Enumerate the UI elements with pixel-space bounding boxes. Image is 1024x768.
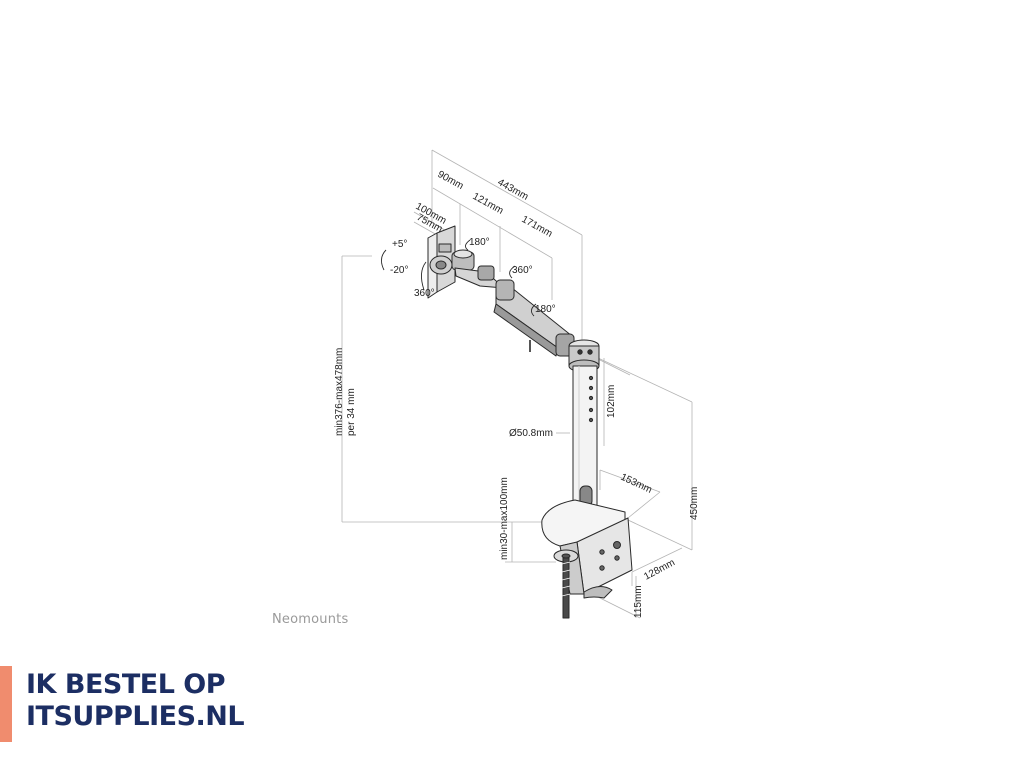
dim-height-step: per 34 mm	[346, 388, 357, 436]
dim-rotation-joint-2: 360°	[512, 265, 533, 276]
promo-line-2: ITSUPPLIES.NL	[26, 701, 245, 732]
dim-clamp-range: min30-max100mm	[499, 477, 510, 560]
promo-accent-bar	[0, 666, 12, 742]
dim-rotation-joint-3: 180°	[535, 304, 556, 315]
dim-pole-height: 450mm	[689, 487, 700, 520]
dim-arm-segment-3: 171mm	[520, 214, 555, 240]
dim-clamp-width: 128mm	[642, 557, 677, 582]
dimension-lines	[341, 149, 693, 619]
monitor-arm	[381, 225, 633, 619]
dim-rotation-head: 360°	[414, 288, 435, 299]
dim-clamp-height: 115mm	[633, 585, 644, 618]
promo-banner[interactable]: IK BESTEL OP ITSUPPLIES.NL	[0, 664, 245, 744]
dim-pole-adjust: 102mm	[606, 385, 617, 418]
dim-tilt-up: +5°	[392, 239, 407, 250]
dim-tilt-down: -20°	[390, 265, 408, 276]
brand-name: Neomounts	[272, 612, 349, 627]
dim-pole-diameter: Ø50.8mm	[509, 428, 553, 439]
dimension-labels: 443mm 90mm 121mm 171mm 100mm 75mm +5° -2…	[334, 169, 700, 618]
dim-arm-segment-1: 90mm	[436, 169, 466, 192]
clamp-screw	[562, 557, 570, 619]
promo-line-1: IK BESTEL OP	[26, 669, 226, 700]
dim-total-reach: 443mm	[496, 177, 531, 203]
dim-height-adjust: min376-max478mm	[334, 348, 345, 436]
dim-base-depth: 153mm	[619, 472, 654, 496]
dim-rotation-joint-1: 180°	[469, 237, 490, 248]
